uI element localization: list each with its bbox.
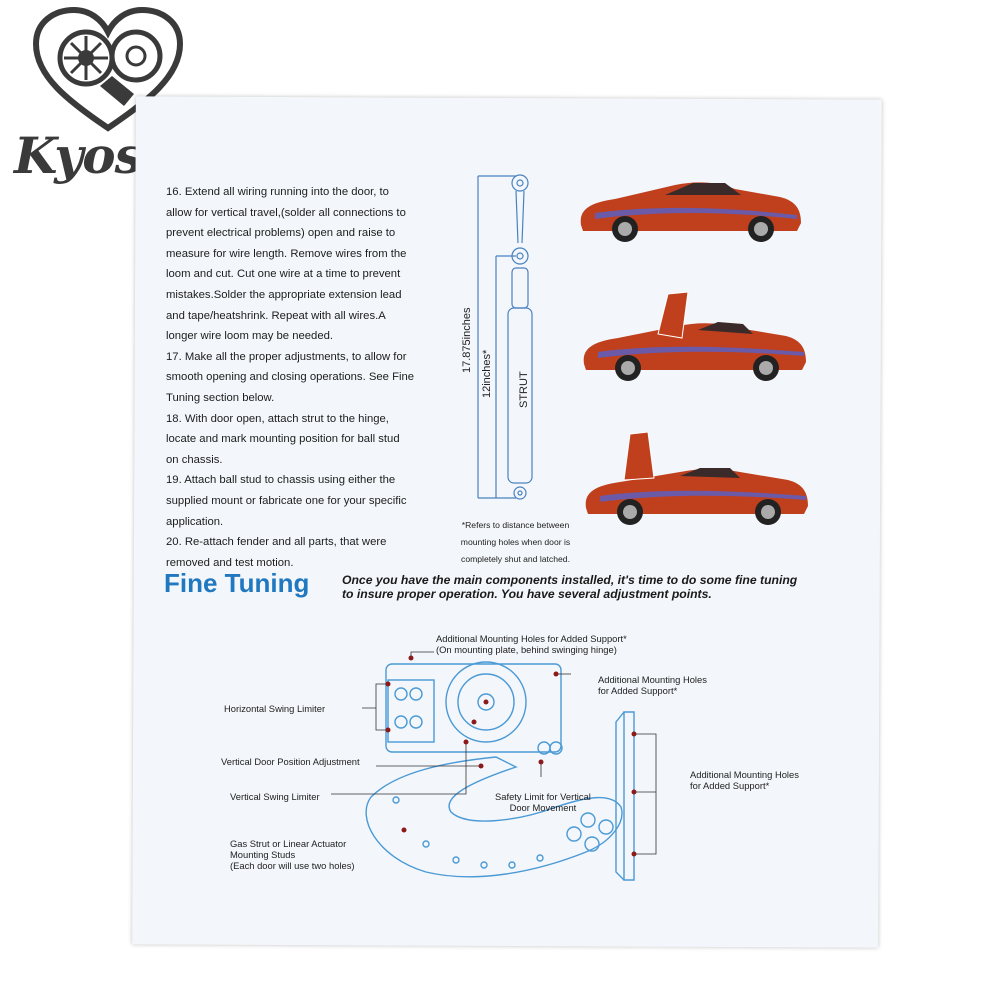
strut-footnote: *Refers to distance between mounting hol… [460, 520, 571, 564]
step-19: 19. Attach ball stud to chassis using ei… [166, 474, 407, 528]
label-vertical-door-adjustment: Vertical Door Position Adjustment [221, 756, 360, 767]
label-additional-holes-top: Additional Mounting Holes for Added Supp… [436, 633, 627, 655]
step-16: 16. Extend all wiring running into the d… [166, 186, 407, 343]
car-door-closed-image [580, 182, 801, 242]
strut-diagram: 17.875inches 12inches* STRUT [461, 174, 533, 500]
strut-inner-dimension: 12inches* [481, 349, 493, 398]
step-18: 18. With door open, attach strut to the … [166, 412, 400, 466]
heart-turbo-icon [32, 6, 184, 132]
steps-list: 16. Extend all wiring running into the d… [166, 182, 446, 573]
label-additional-holes-right: Additional Mounting Holes for Added Supp… [598, 674, 707, 696]
step-20: 20. Re-attach fender and all parts, that… [166, 536, 387, 569]
strut-outer-dimension: 17.875inches [461, 307, 473, 373]
label-additional-holes-side: Additional Mounting Holes for Added Supp… [690, 769, 799, 791]
label-gas-strut-studs: Gas Strut or Linear Actuator Mounting St… [230, 838, 355, 871]
label-horizontal-swing-limiter: Horizontal Swing Limiter [224, 703, 326, 714]
label-safety-limit: Safety Limit for Vertical Door Movement [495, 791, 591, 813]
car-door-open-image [585, 431, 808, 525]
fine-tuning-intro: Once you have the main components instal… [342, 573, 798, 601]
hinge-diagram [331, 651, 657, 881]
car-door-half-open-image [583, 291, 806, 381]
step-17: 17. Make all the proper adjustments, to … [166, 350, 415, 404]
fine-tuning-title: Fine Tuning [164, 568, 310, 598]
label-vertical-swing-limiter: Vertical Swing Limiter [230, 791, 320, 802]
strut-label: STRUT [518, 371, 530, 408]
